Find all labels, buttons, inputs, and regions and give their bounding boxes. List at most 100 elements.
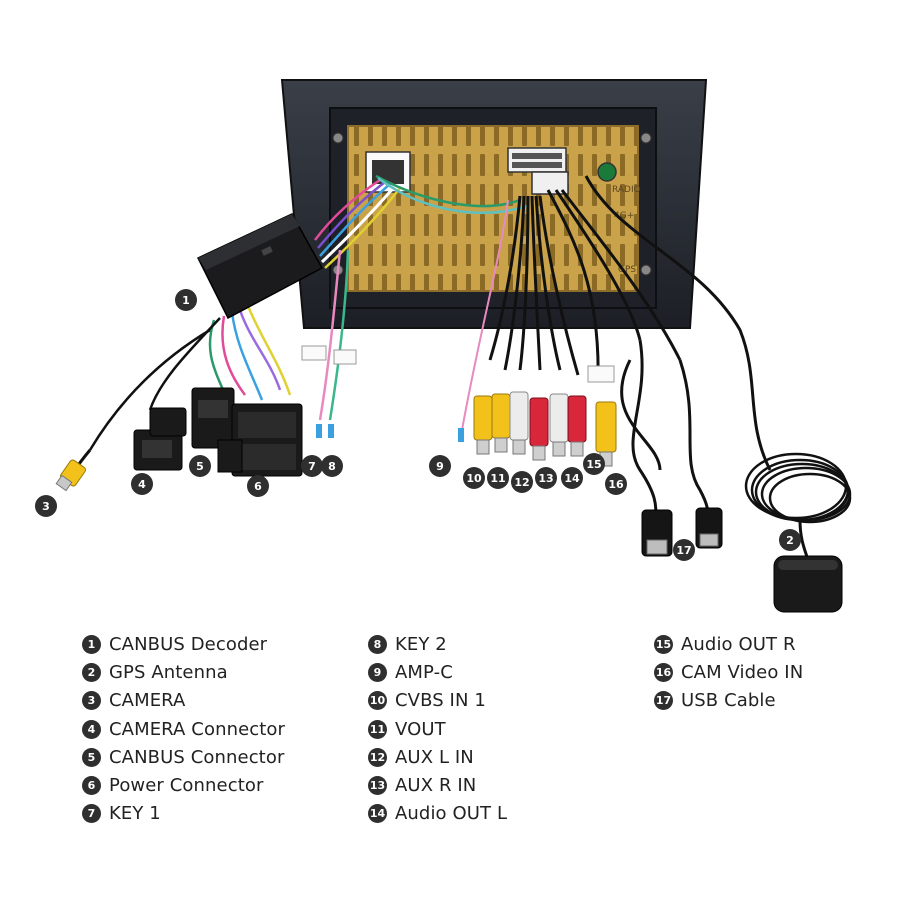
legend-number-badge: 3: [82, 691, 101, 711]
legend-number-badge: 14: [368, 804, 387, 824]
callout-badge-circle: [673, 539, 695, 561]
rca-plug-cam-video-in: [587, 365, 617, 467]
canbus-connector: [191, 387, 235, 449]
callout-badge-circle: [175, 289, 197, 311]
wire-bundle: [88, 174, 531, 451]
legend-label: CAM Video IN: [681, 661, 804, 683]
legend-item: 16 CAM Video IN: [654, 658, 803, 686]
callout-badge-11: 11: [487, 467, 509, 489]
callout-badge-number: 16: [608, 478, 624, 491]
legend-label: Audio OUT R: [681, 633, 796, 655]
power-connector: [217, 403, 303, 477]
legend-label: CANBUS Connector: [109, 746, 285, 768]
key-wires: [301, 345, 357, 438]
legend-label: Power Connector: [109, 775, 264, 797]
slot-label: 4G+: [614, 211, 634, 221]
legend-item: 13 AUX R IN: [368, 771, 507, 799]
callout-badge-number: 4: [138, 478, 146, 491]
camera-rca: [55, 449, 92, 492]
callout-badge-circle: [511, 471, 533, 493]
legend-column-3: 15 Audio OUT R 16 CAM Video IN 17 USB Cable: [654, 630, 803, 715]
legend-number-badge: 17: [654, 691, 673, 711]
callout-badge-9: 9: [429, 455, 451, 477]
gps-label: GPS: [618, 265, 636, 275]
radio-label: RADIO: [612, 185, 641, 195]
callout-badge-circle: [321, 455, 343, 477]
callout-badge-number: 5: [196, 460, 204, 473]
callout-badge-3: 3: [35, 495, 57, 517]
legend-label: CVBS IN 1: [395, 690, 486, 712]
radio-jack: [597, 162, 617, 182]
rca-plug-aux-l: [509, 391, 529, 455]
legend-item: 14 Audio OUT L: [368, 800, 507, 828]
legend-number-badge: 9: [368, 662, 387, 682]
legend-label: GPS Antenna: [109, 661, 228, 683]
gps-antenna: [744, 452, 852, 613]
callout-badge-12: 12: [511, 471, 533, 493]
rca-plug-aux-r: [529, 397, 549, 461]
rca-plug-audio-out-l: [549, 393, 569, 457]
callout-badge-circle: [301, 455, 323, 477]
rear-heatsink-board: [347, 125, 639, 292]
callout-badge-number: 2: [786, 534, 794, 547]
callout-badge-circle: [131, 473, 153, 495]
callout-badge-circle: [779, 529, 801, 551]
callout-badge-number: 3: [42, 500, 50, 513]
callout-badge-14: 14: [561, 467, 583, 489]
callout-badge-number: 17: [676, 544, 691, 557]
callout-badge-10: 10: [463, 467, 485, 489]
callout-badge-number: 1: [182, 294, 190, 307]
rca-plug-audio-out-r: [567, 395, 587, 457]
legend-number-badge: 7: [82, 804, 101, 824]
callout-badge-number: 13: [538, 472, 553, 485]
callout-badge-number: 12: [514, 476, 529, 489]
callout-badge-number: 10: [466, 472, 482, 485]
callout-badge-number: 14: [564, 472, 580, 485]
callout-badge-number: 7: [308, 460, 316, 473]
legend-label: Audio OUT L: [395, 803, 508, 825]
legend-number-badge: 13: [368, 776, 387, 796]
callout-badge-17: 17: [673, 539, 695, 561]
rca-cables: [461, 175, 772, 471]
camera-connector: [133, 407, 187, 471]
legend-number-badge: 15: [654, 634, 673, 654]
callout-badge-circle: [463, 467, 485, 489]
callout-badge-circle: [535, 467, 557, 489]
legend-item: 5 CANBUS Connector: [82, 743, 285, 771]
usb-plug-2: [695, 507, 723, 549]
legend-number-badge: 2: [82, 662, 101, 682]
legend-number-badge: 1: [82, 634, 101, 654]
legend-item: 2 GPS Antenna: [82, 658, 285, 686]
callout-badge-circle: [247, 475, 269, 497]
amp-c-tip: [458, 428, 464, 442]
callout-badge-number: 6: [254, 480, 262, 493]
av-socket: [507, 147, 567, 173]
legend-item: 17 USB Cable: [654, 687, 803, 715]
callout-badge-circle: [35, 495, 57, 517]
legend-label: AUX R IN: [395, 775, 477, 797]
legend-number-badge: 16: [654, 662, 673, 682]
callout-badge-circle: [487, 467, 509, 489]
callout-badge-5: 5: [189, 455, 211, 477]
usb-cables: [620, 339, 710, 521]
legend-label: AUX L IN: [395, 746, 474, 768]
legend-label: VOUT: [395, 718, 446, 740]
callout-badge-circle: [429, 455, 451, 477]
callout-badge-4: 4: [131, 473, 153, 495]
callout-badge-16: 16: [605, 473, 627, 495]
callout-badge-circle: [605, 473, 627, 495]
legend-label: USB Cable: [681, 690, 776, 712]
usb-plug-1: [641, 509, 673, 557]
legend-number-badge: 5: [82, 747, 101, 767]
